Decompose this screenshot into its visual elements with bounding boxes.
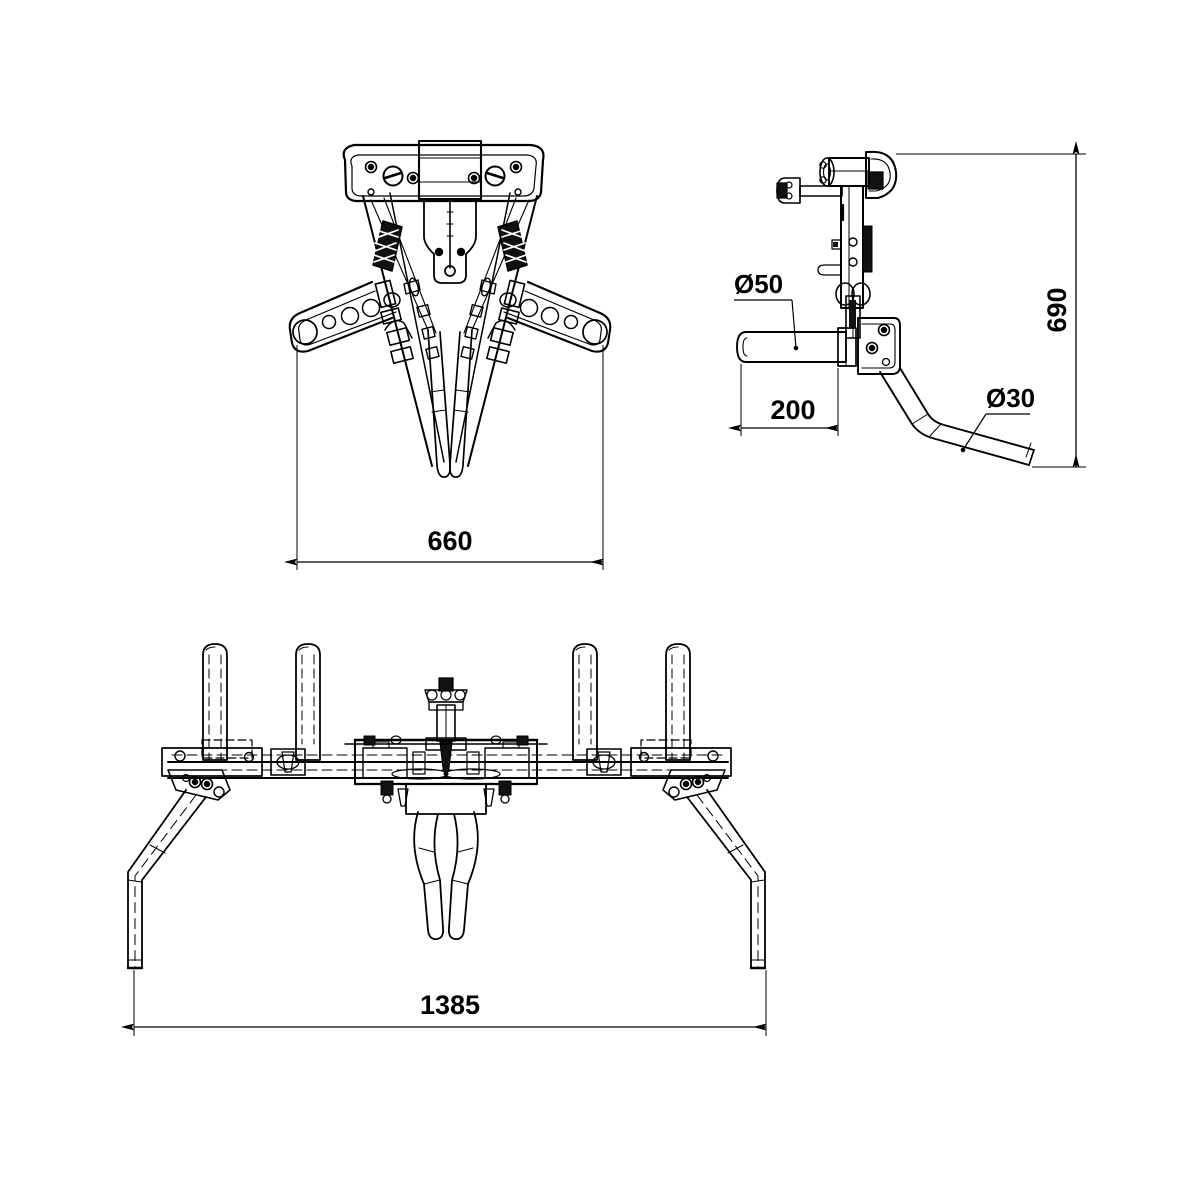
dimension-1385: 1385 (121, 970, 767, 1036)
front-view-center-tines (413, 811, 479, 940)
front-view-posts (202, 643, 691, 761)
front-view-post-4 (665, 643, 691, 761)
callout-dia30-label: Ø30 (986, 383, 1035, 413)
top-view-center-mast (423, 199, 477, 284)
side-view-handle-rod (776, 177, 843, 204)
side-view-dia50-tube (736, 327, 857, 367)
top-view-right-link-bar (499, 280, 612, 353)
callout-dia30: Ø30 (960, 383, 1035, 453)
callout-dia50: Ø50 (734, 269, 799, 351)
dimension-690: 690 (896, 141, 1086, 468)
front-view-post-3 (572, 643, 598, 761)
top-view-right-badge (497, 220, 528, 272)
front-view-center-housing (344, 677, 548, 815)
top-view-left-arm (362, 192, 451, 478)
top-view-left-badge (372, 220, 403, 272)
front-view (126, 643, 767, 970)
top-view-left-link-bar (288, 280, 401, 353)
top-view-head-plate (342, 143, 545, 203)
callout-dia50-label: Ø50 (734, 269, 783, 299)
dimension-660: 660 (284, 345, 604, 570)
top-view-right-arm (449, 192, 538, 478)
dimension-200-label: 200 (770, 395, 815, 425)
dimension-1385-label: 1385 (420, 990, 480, 1020)
side-view-lower-bracket (857, 317, 901, 375)
top-view-head-fasteners (364, 160, 523, 196)
side-view-pivot-knuckle (835, 282, 871, 339)
side-view (736, 150, 1035, 466)
dimension-660-label: 660 (427, 526, 472, 556)
front-view-slider-collars (270, 748, 622, 780)
top-view (288, 139, 612, 478)
dimension-690-label: 690 (1042, 287, 1072, 332)
dimension-200: 200 (728, 364, 839, 436)
front-view-right-bracket (630, 739, 767, 970)
side-view-dia30-tine (879, 367, 1035, 466)
front-view-left-bracket (126, 739, 263, 970)
front-view-post-2 (295, 643, 321, 761)
front-view-post-1 (202, 643, 228, 761)
